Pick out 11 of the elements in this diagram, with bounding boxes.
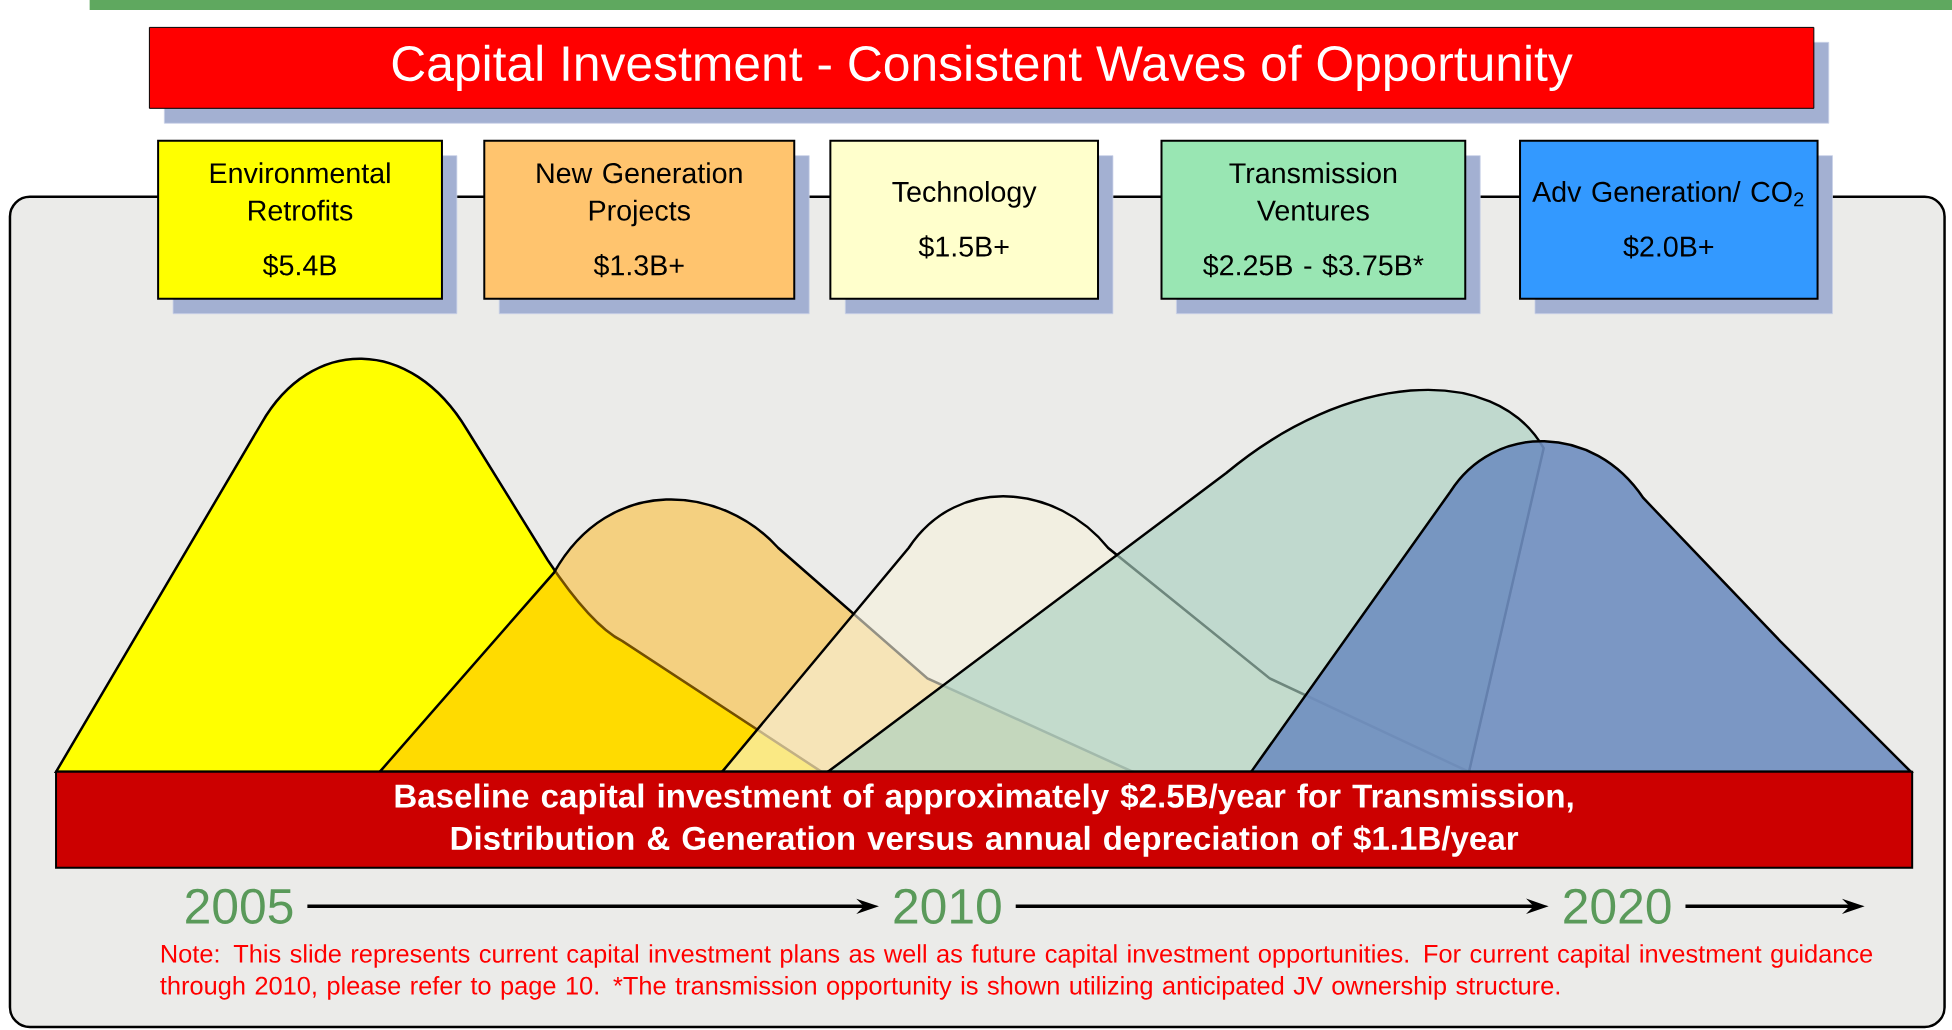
year-label: 2020: [1564, 888, 1671, 925]
baseline-banner: Baseline capital investment of approximately $2.5B/year for Transmission, Distribution & Generation versus annual depreciation of $1.1B/year: [55, 771, 1914, 869]
title-banner: Capital Investment - Consistent Waves of Opportunity: [148, 27, 1830, 124]
category-box: New Generation Projects $1.3B+: [483, 139, 810, 315]
category-box: Transmission Ventures $2.25B - $3.75B*: [1160, 139, 1481, 315]
year-label: 2005: [186, 888, 293, 925]
category-box: Environmental Retrofits $5.4B: [157, 139, 458, 315]
category-box: Adv Generation/ CO$_{2}$ $2.0B+: [1519, 139, 1833, 315]
category-box: Technology $1.5B+: [829, 139, 1114, 315]
year-label: 2010: [894, 888, 1001, 925]
footnote: Note: This slide represents current capital investment plans as well as future capital investment opportunities. For current capital investment guidance through 2010, please refer to page 10. *The transmission opportunity is shown utilizing anticipated JV ownership structure.: [160, 944, 1873, 1000]
